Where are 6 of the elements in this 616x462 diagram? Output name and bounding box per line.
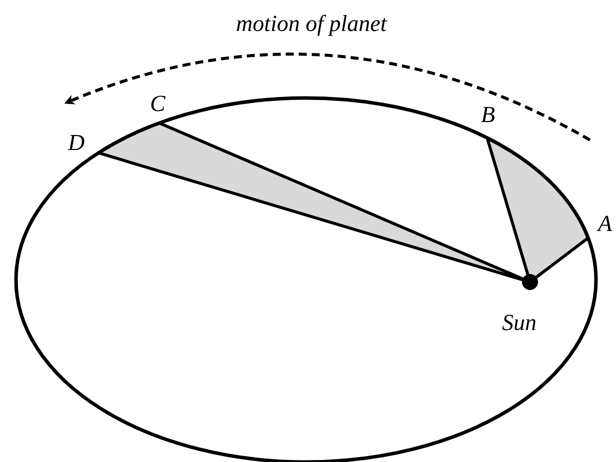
caption-text: motion of planet [236,12,387,35]
point-label: A [598,212,612,235]
point-label: B [481,103,496,126]
sun-label: Sun [502,311,536,334]
point-label: D [68,131,85,154]
point-label: C [150,92,166,115]
